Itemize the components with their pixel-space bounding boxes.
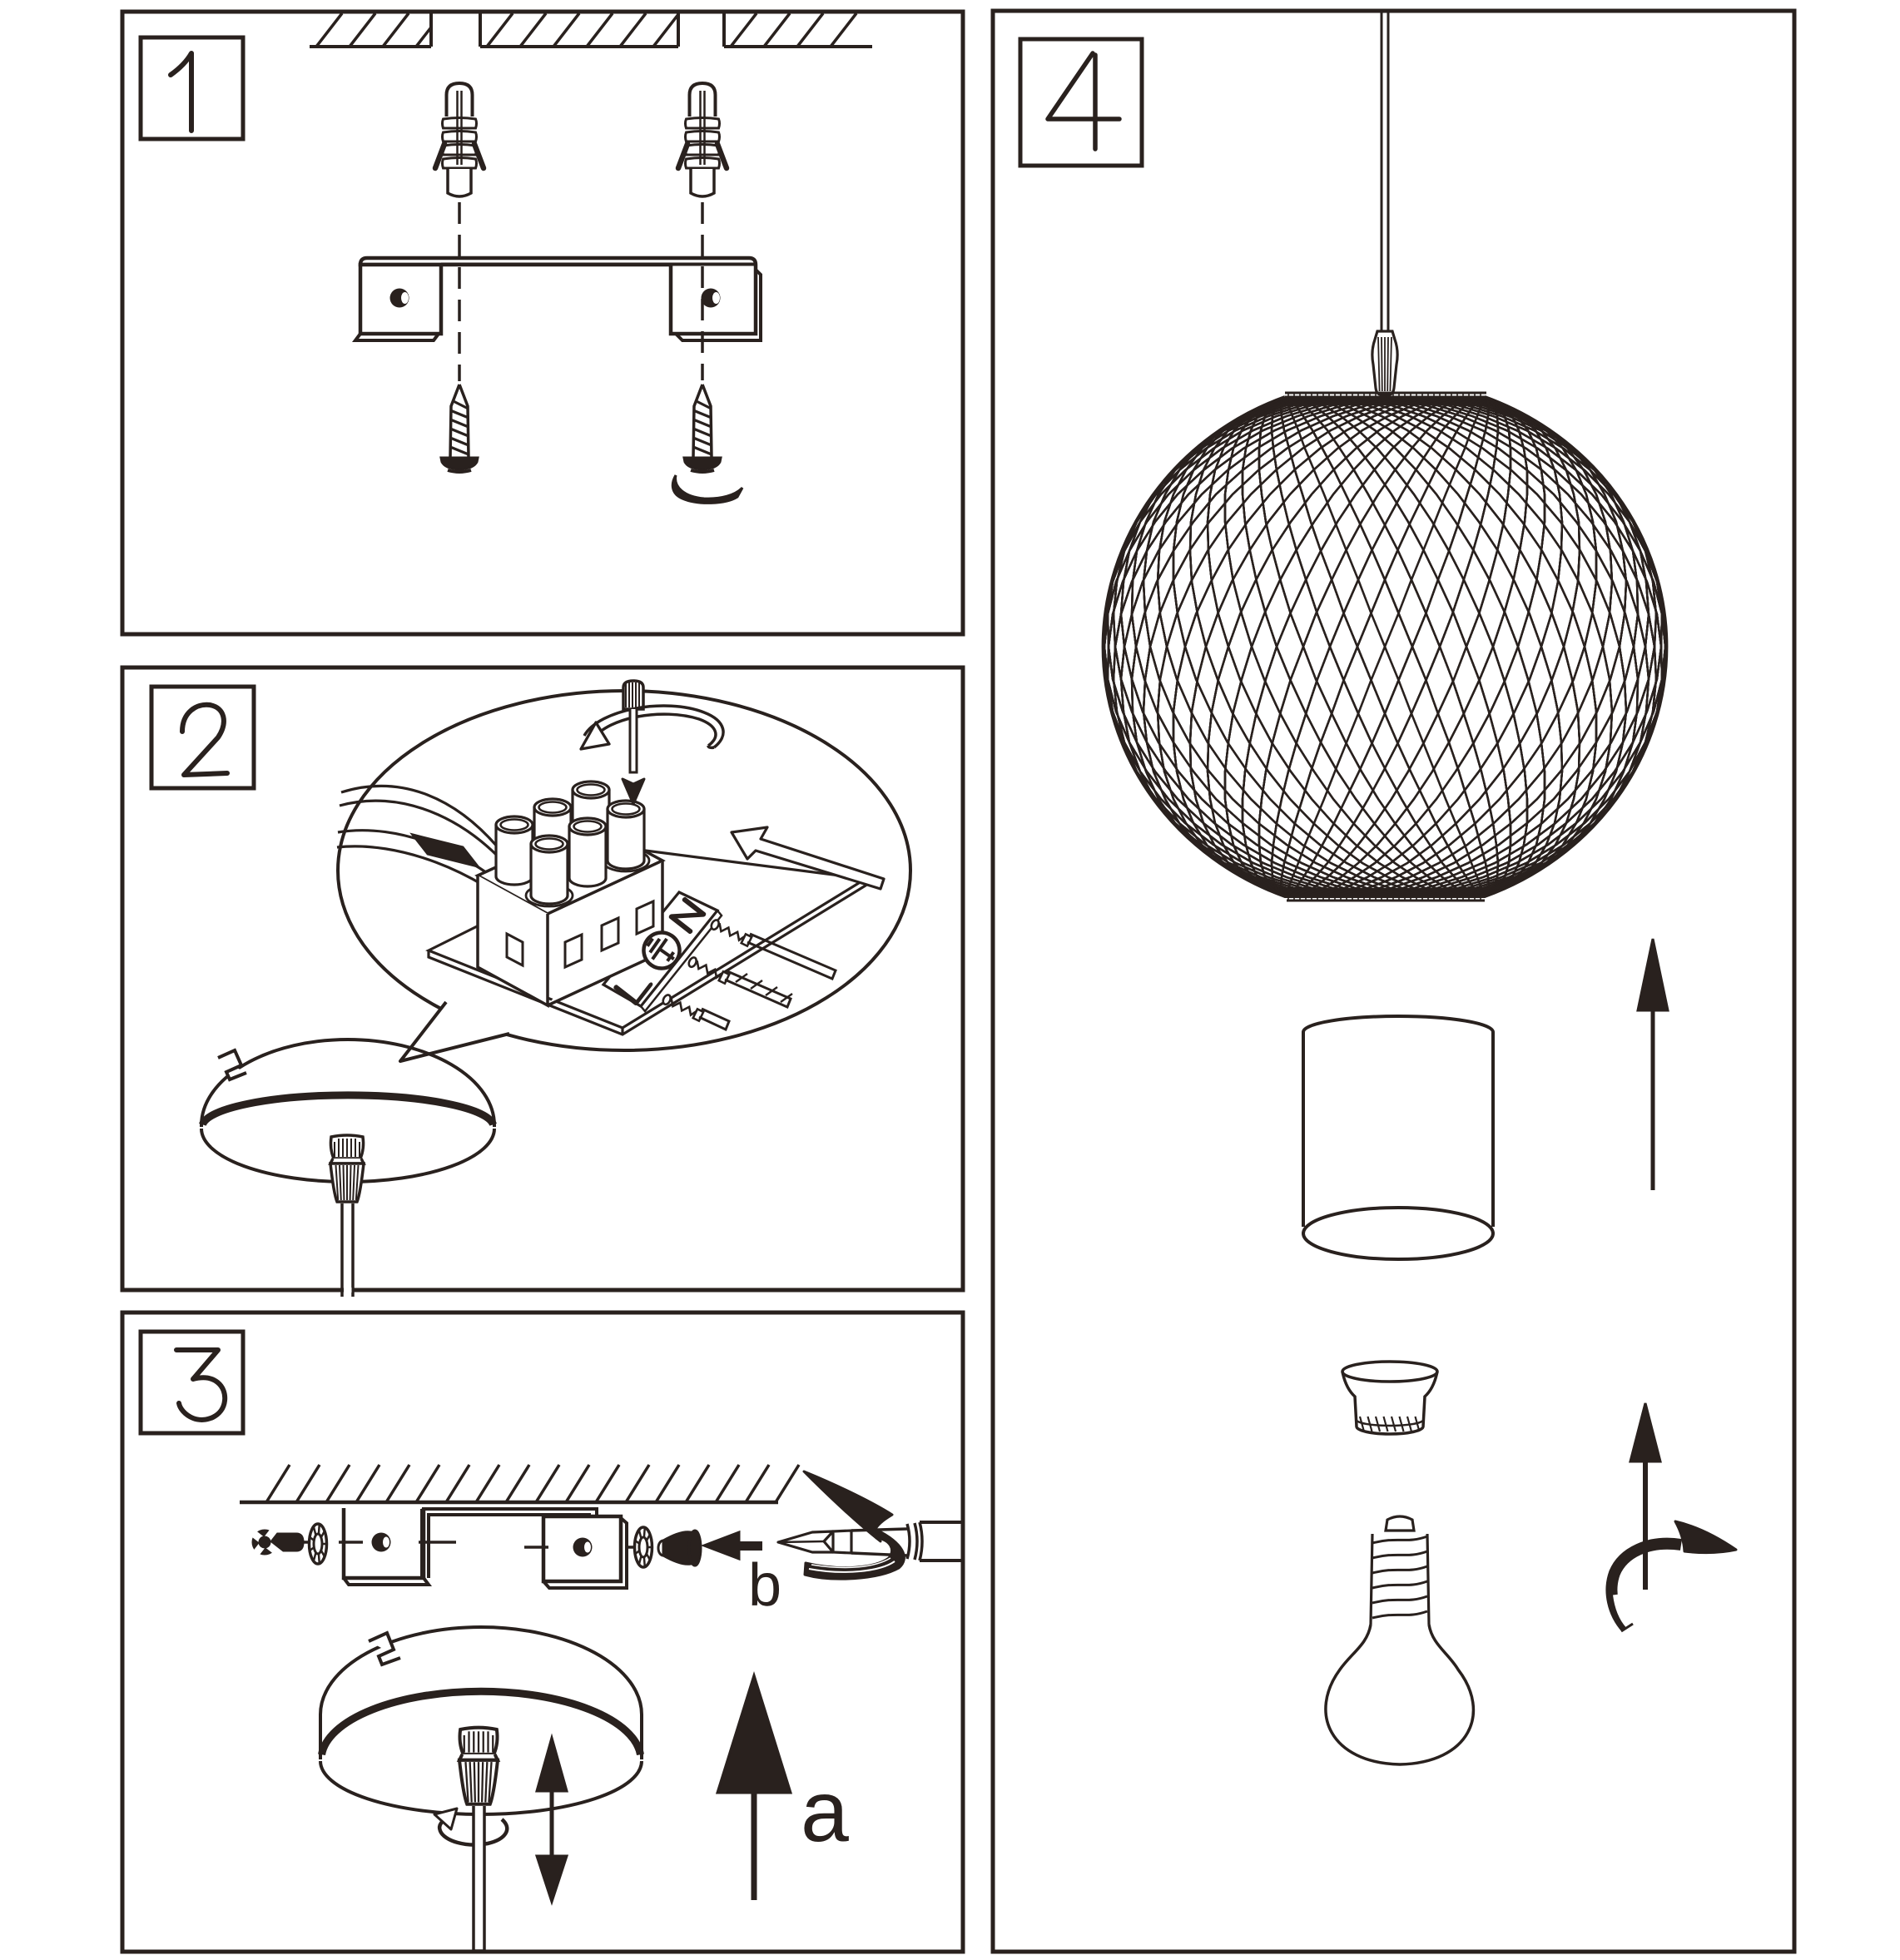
svg-text:b: b (748, 1552, 781, 1619)
svg-text:a: a (801, 1764, 849, 1860)
